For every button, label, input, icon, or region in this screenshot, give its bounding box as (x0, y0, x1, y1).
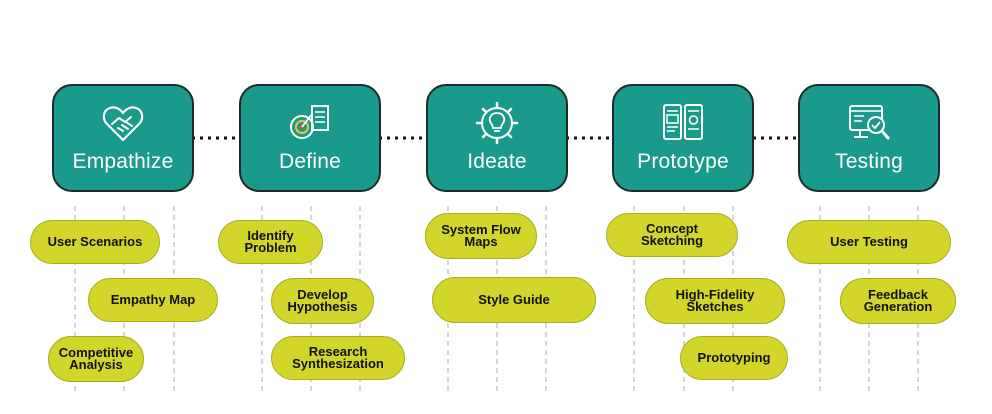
wireframe-screens-icon (663, 104, 703, 140)
task-research-synthesization: Research Synthesization (271, 336, 405, 380)
task-competitive-analysis: Competitive Analysis (48, 336, 144, 382)
task-high-fidelity-sketches: High-Fidelity Sketches (645, 278, 785, 324)
task-user-testing: User Testing (787, 220, 951, 264)
target-document-icon (290, 105, 329, 139)
phase-define: Define (239, 84, 381, 192)
phase-label: Testing (835, 150, 903, 173)
lightbulb-gear-icon (475, 101, 519, 145)
phase-ideate: Ideate (426, 84, 568, 192)
task-prototyping: Prototyping (680, 336, 788, 380)
phase-testing: Testing (798, 84, 940, 192)
phase-label: Define (279, 150, 341, 173)
task-user-scenarios: User Scenarios (30, 220, 160, 264)
task-feedback-generation: Feedback Generation (840, 278, 956, 324)
heart-handshake-icon (102, 106, 144, 142)
task-system-flow-maps: System Flow Maps (425, 213, 537, 259)
phase-empathize: Empathize (52, 84, 194, 192)
task-identify-problem: Identify Problem (218, 220, 323, 264)
monitor-magnifier-icon (849, 105, 890, 140)
task-style-guide: Style Guide (432, 277, 596, 323)
task-concept-sketching: Concept Sketching (606, 213, 738, 257)
task-empathy-map: Empathy Map (88, 278, 218, 322)
phase-label: Empathize (72, 150, 174, 173)
phase-label: Prototype (637, 150, 729, 173)
phase-prototype: Prototype (612, 84, 754, 192)
task-develop-hypothesis: Develop Hypothesis (271, 278, 374, 324)
phase-label: Ideate (467, 150, 527, 173)
